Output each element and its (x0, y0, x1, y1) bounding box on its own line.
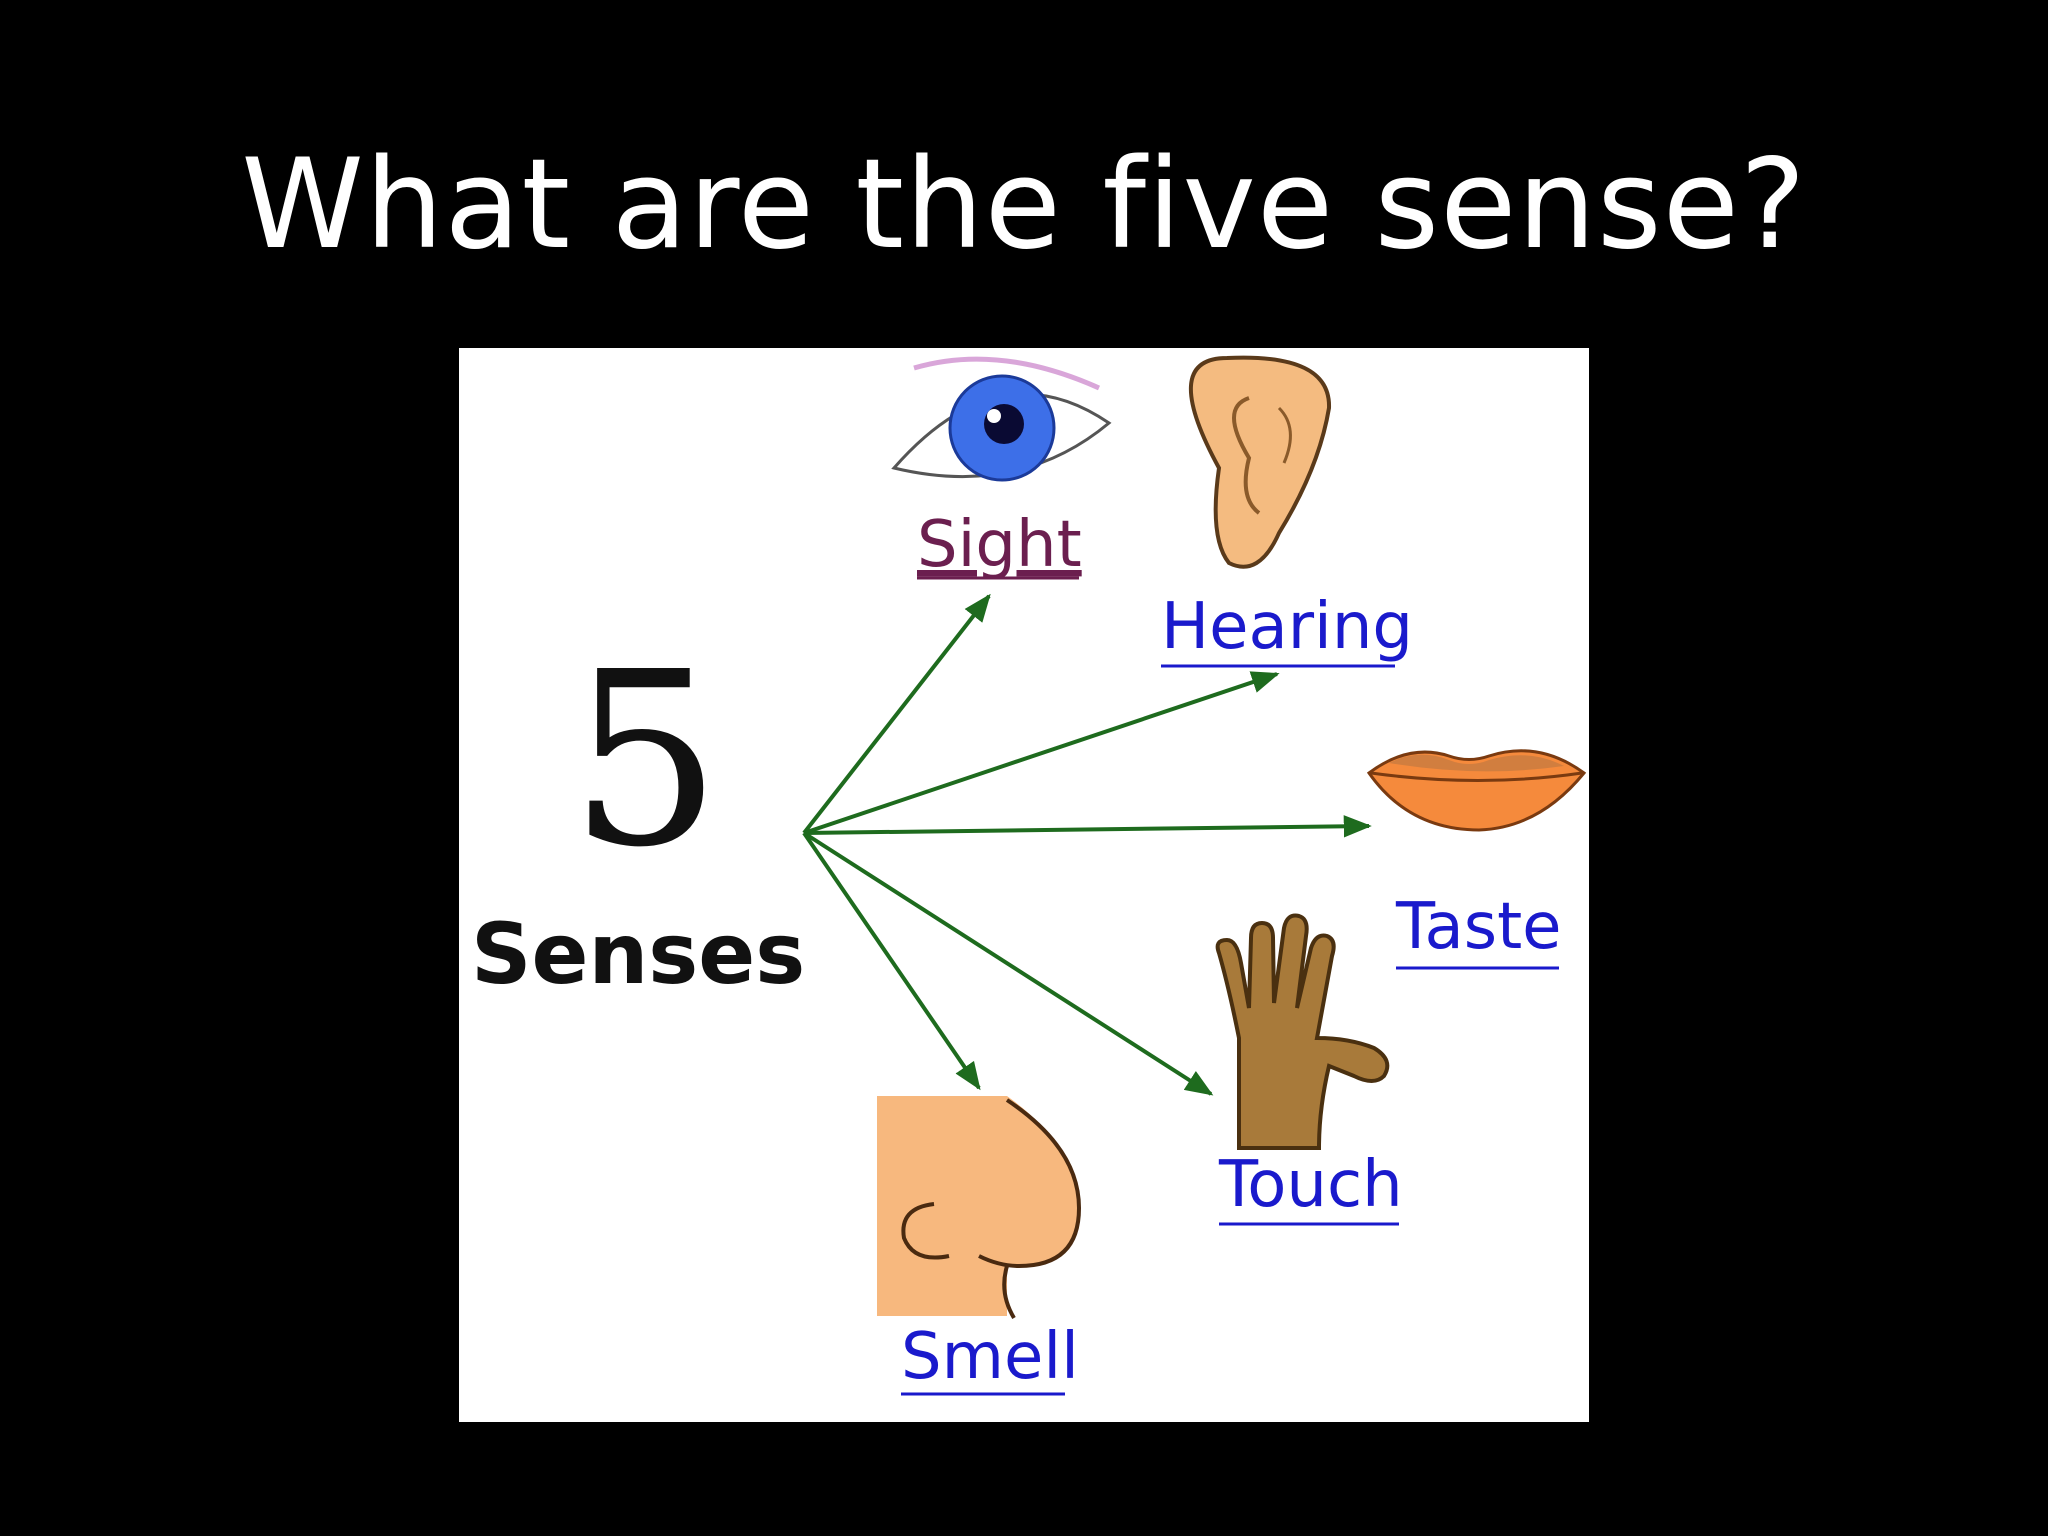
sense-label-hearing: Hearing (1161, 590, 1413, 664)
arrow-to-hearing (803, 671, 1280, 835)
hand-icon (1215, 913, 1390, 1150)
arrows-group (802, 593, 1372, 1096)
arrow-to-smell (802, 831, 981, 1091)
lips-icon (1366, 749, 1587, 832)
arrow-to-taste (803, 815, 1372, 838)
sense-label-taste: Taste (1395, 890, 1562, 964)
big-number-five: 5 (569, 620, 722, 900)
senses-word: Senses (471, 905, 805, 1003)
five-senses-diagram: 5 Senses Sight (459, 348, 1589, 1422)
sense-label-touch: Touch (1218, 1148, 1403, 1222)
arrow-to-sight (802, 593, 991, 835)
arrow-to-touch (802, 831, 1214, 1096)
slide-title: What are the five sense? (241, 133, 1807, 277)
ear-icon (1188, 355, 1332, 569)
nose-icon (877, 1096, 1082, 1320)
eye-icon (891, 356, 1112, 482)
sense-label-sight: Sight (917, 508, 1082, 582)
diagram-canvas: 5 Senses Sight (471, 355, 1587, 1396)
sense-label-smell: Smell (901, 1320, 1079, 1394)
